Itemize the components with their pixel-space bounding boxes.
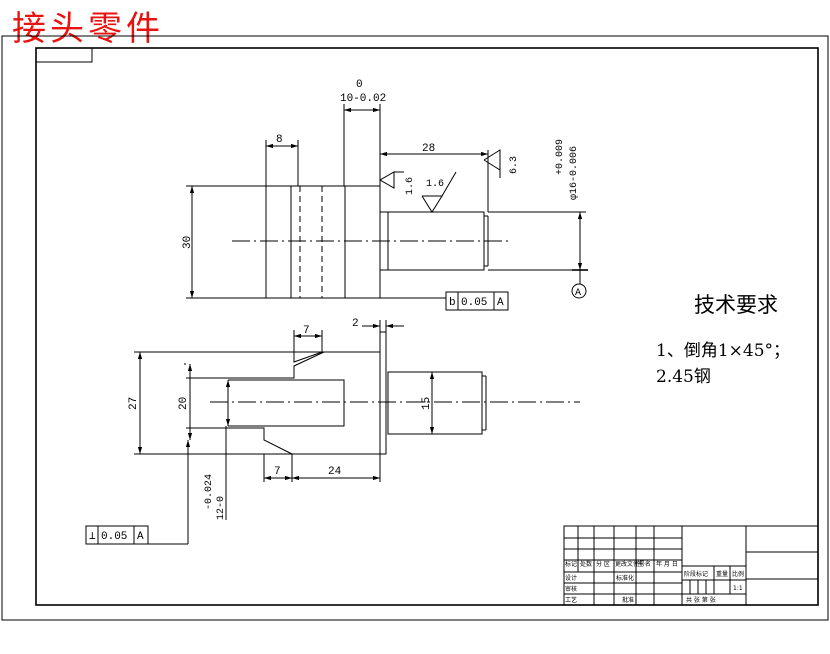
- svg-text:年 月 日: 年 月 日: [656, 560, 678, 568]
- svg-text:6.3: 6.3: [509, 156, 520, 174]
- svg-text:1.6: 1.6: [405, 177, 416, 195]
- dim-shaft-length: 28: [422, 143, 435, 155]
- svg-text:0.05: 0.05: [461, 297, 487, 309]
- svg-text:0.05: 0.05: [101, 531, 127, 543]
- svg-text:标准化: 标准化: [616, 574, 634, 582]
- dim-body-width: 24: [328, 466, 342, 478]
- dim-slot-base-width: 7: [274, 466, 281, 478]
- dim-tol-base: 12-0: [216, 496, 227, 520]
- drawing-title: 接头零件: [12, 9, 164, 49]
- front-view: 7 2 27 20 15 7 24 -0.024 12-0: [85, 318, 580, 545]
- dim-shaft-dia: φ16-0.006: [569, 146, 580, 200]
- datum-a-symbol: [571, 283, 587, 299]
- dim-shaft-dia-tol: +0.009: [555, 139, 566, 175]
- dim-outer-height: 27: [128, 397, 140, 410]
- svg-text:设计: 设计: [565, 574, 577, 582]
- svg-text:b: b: [449, 297, 456, 309]
- svg-text:比例: 比例: [732, 570, 744, 578]
- dim-wall: 2: [352, 318, 359, 330]
- svg-text:共 张 第 张: 共 张 第 张: [686, 596, 716, 604]
- svg-text:⊥: ⊥: [89, 531, 96, 543]
- gdt-frame-1: b 0.05 A: [380, 291, 509, 311]
- svg-text:A: A: [497, 297, 504, 309]
- svg-text:批准: 批准: [622, 596, 634, 604]
- tech-req-heading: 技术要求: [694, 293, 778, 317]
- svg-text:签 名: 签 名: [637, 560, 651, 568]
- top-view: 8 0 10-0.02 28 30 +0.009 φ16-0.006 A: [182, 79, 588, 311]
- roughness-symbol-3: 6.3: [483, 149, 520, 178]
- svg-text:标记: 标记: [565, 560, 577, 568]
- svg-text:工艺: 工艺: [565, 596, 577, 604]
- dim-height: 30: [182, 236, 194, 249]
- gdt-frame-2: ⊥ 0.05 A: [85, 440, 191, 545]
- tech-req-item-1: 1、倒角1×45°；: [656, 341, 790, 361]
- dim-slot-height: 20: [178, 397, 190, 410]
- svg-text:阶段标记: 阶段标记: [684, 570, 708, 578]
- dim-shaft-dia-front: 15: [421, 397, 433, 410]
- roughness-symbol-1: 1.6: [379, 171, 416, 195]
- dim-flange-width: 8: [276, 134, 283, 146]
- title-block: 标记 处数 分 区 更改文件号 签 名 年 月 日 设计 审核 工艺 标准化 批…: [563, 525, 819, 606]
- dim-tol-upper: -0.024: [204, 474, 215, 510]
- dim-slot-width: 10-0.02: [340, 93, 386, 105]
- svg-text:A: A: [137, 531, 144, 543]
- svg-text:处数: 处数: [580, 560, 592, 568]
- roughness-symbol-2: 1.6: [421, 171, 457, 213]
- svg-text:分 区: 分 区: [596, 560, 610, 568]
- dim-slot-depth: 7: [303, 325, 310, 337]
- svg-text:重量: 重量: [716, 570, 728, 578]
- sheet-border: [1, 35, 829, 621]
- dim-slot-tol-upper: 0: [356, 79, 363, 91]
- svg-text:1.6: 1.6: [426, 179, 444, 190]
- datum-a-label: A: [575, 288, 581, 299]
- svg-text:1:1: 1:1: [733, 585, 743, 592]
- technical-requirements: 技术要求 1、倒角1×45°； 2.45钢: [656, 293, 790, 387]
- tech-req-item-2: 2.45钢: [656, 367, 711, 387]
- svg-text:更改文件号: 更改文件号: [615, 560, 645, 568]
- svg-text:审核: 审核: [565, 585, 577, 593]
